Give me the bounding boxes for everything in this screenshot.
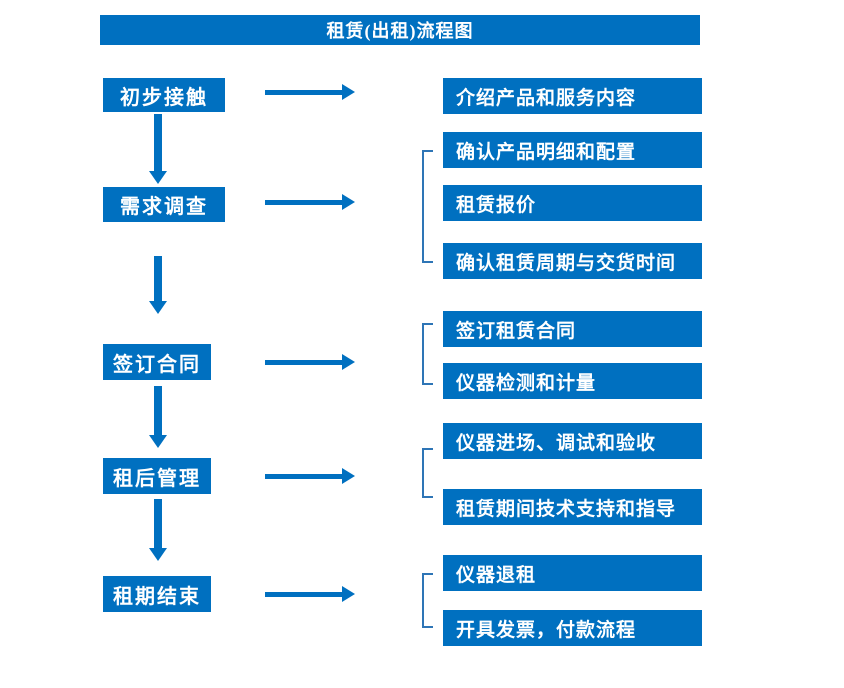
- detail-instrument-return: 仪器退租: [443, 555, 702, 591]
- arrow-stem: [265, 89, 342, 95]
- arrow-head: [149, 548, 167, 561]
- arrow-stem: [154, 256, 162, 301]
- arrow-stem: [265, 591, 342, 597]
- arrow-down-icon-3: [149, 386, 167, 448]
- detail-rental-tech-support: 租赁期间技术支持和指导: [443, 489, 702, 525]
- detail-introduce-products-services: 介绍产品和服务内容: [443, 78, 702, 114]
- arrow-right-icon-2: [265, 194, 355, 210]
- arrow-head: [342, 84, 355, 100]
- arrow-down-icon-2: [149, 256, 167, 314]
- detail-confirm-product-details-config: 确认产品明细和配置: [443, 132, 702, 168]
- arrow-down-icon-4: [149, 499, 167, 561]
- stage-demand-survey: 需求调查: [103, 187, 225, 222]
- arrow-head: [342, 586, 355, 602]
- stage-sign-contract: 签订合同: [103, 344, 211, 380]
- arrow-head: [342, 468, 355, 484]
- arrow-stem: [265, 473, 342, 479]
- stage-initial-contact: 初步接触: [103, 78, 225, 112]
- arrow-stem: [154, 499, 162, 548]
- arrow-right-icon-4: [265, 468, 355, 484]
- bracket-sign-contract-group: [422, 323, 433, 385]
- arrow-right-icon-5: [265, 586, 355, 602]
- arrow-head: [342, 194, 355, 210]
- arrow-head: [342, 354, 355, 370]
- flowchart-title: 租赁(出租)流程图: [100, 15, 700, 45]
- stage-post-rental-management: 租后管理: [103, 458, 211, 494]
- detail-invoice-payment: 开具发票，付款流程: [443, 610, 702, 646]
- bracket-rental-end-group: [422, 573, 433, 628]
- arrow-stem: [154, 386, 162, 435]
- stage-rental-end: 租期结束: [103, 576, 211, 612]
- detail-confirm-rental-period-delivery: 确认租赁周期与交货时间: [443, 243, 702, 279]
- arrow-stem: [265, 199, 342, 205]
- arrow-stem: [154, 114, 162, 171]
- arrow-stem: [265, 359, 342, 365]
- arrow-head: [149, 301, 167, 314]
- arrow-down-icon-1: [149, 114, 167, 184]
- arrow-right-icon-1: [265, 84, 355, 100]
- arrow-head: [149, 435, 167, 448]
- bracket-demand-survey-group: [422, 150, 433, 263]
- arrow-head: [149, 171, 167, 184]
- bracket-post-rental-group: [422, 448, 433, 498]
- arrow-right-icon-3: [265, 354, 355, 370]
- detail-instrument-setup-acceptance: 仪器进场、调试和验收: [443, 423, 702, 459]
- detail-sign-rental-contract: 签订租赁合同: [443, 311, 702, 347]
- detail-rental-quotation: 租赁报价: [443, 185, 702, 221]
- detail-instrument-testing-metering: 仪器检测和计量: [443, 363, 702, 399]
